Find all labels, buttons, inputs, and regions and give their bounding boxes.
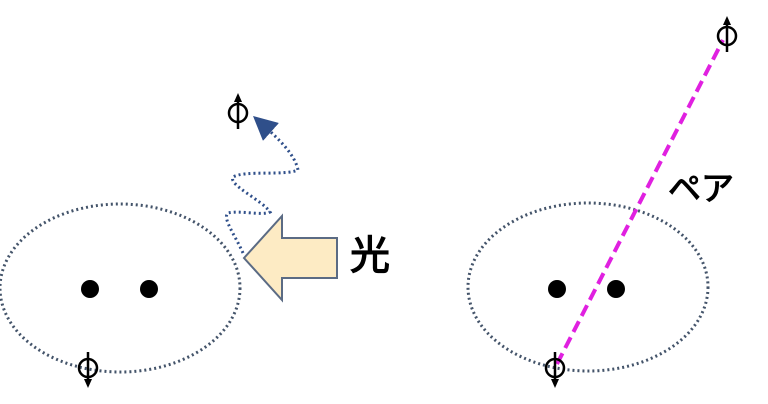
pair-line [555,39,725,365]
left-atom [0,91,338,390]
nucleus-dot [140,280,158,298]
nucleus-dot [607,280,625,298]
spin-up-icon [716,14,738,54]
pair-label: ペア [668,169,734,208]
left-electron-cloud [0,202,242,374]
emitted-photon-path [225,116,300,254]
light-arrow [242,213,338,303]
light-label: 光 [350,233,390,279]
right-electron-cloud [466,201,710,373]
spin-up-icon [227,91,249,131]
spin-down-icon [77,350,99,390]
nucleus-dot [81,280,99,298]
right-atom [466,14,738,390]
nucleus-dot [548,280,566,298]
